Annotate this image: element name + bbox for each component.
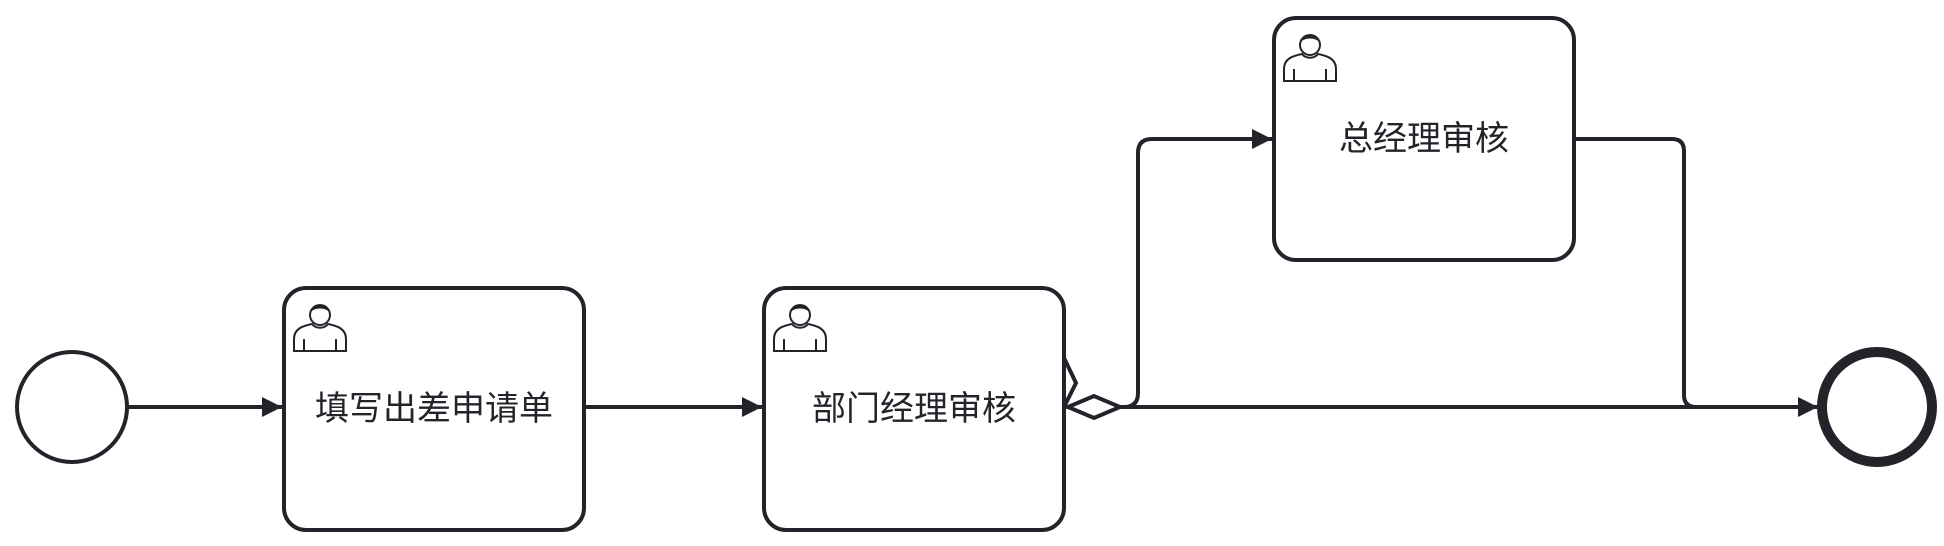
flow-task3-to-end[interactable] xyxy=(1576,137,1720,409)
default-flow-marker xyxy=(1062,393,1126,421)
flow-task2-to-task3[interactable] xyxy=(1051,129,1272,410)
task-fill-application[interactable]: 填写出差申请单 xyxy=(282,286,586,532)
task-general-manager-review[interactable]: 总经理审核 xyxy=(1272,16,1576,262)
task-label: 填写出差申请单 xyxy=(315,389,553,429)
start-event[interactable] xyxy=(15,350,129,464)
task-dept-manager-review[interactable]: 部门经理审核 xyxy=(762,286,1066,532)
task-label: 部门经理审核 xyxy=(812,389,1016,429)
end-event[interactable] xyxy=(1817,347,1937,467)
task-label: 总经理审核 xyxy=(1339,119,1509,159)
